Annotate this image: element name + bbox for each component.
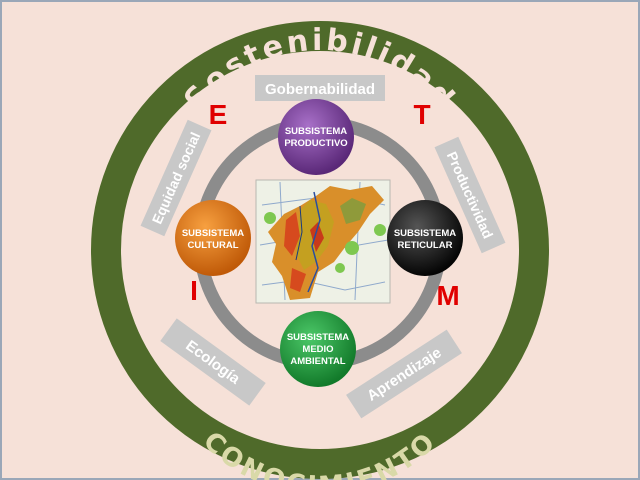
subsystem-reticular: SUBSISTEMA RETICULAR — [387, 200, 463, 276]
value-gobernabilidad: Gobernabilidad — [255, 75, 385, 101]
letter-e: E — [209, 99, 228, 130]
subsystem-circle — [280, 311, 356, 387]
subsystem-cultural: SUBSISTEMA CULTURAL — [175, 200, 251, 276]
letter-m: M — [436, 280, 459, 311]
subsystem-label-line1: SUBSISTEMA — [394, 228, 456, 239]
letter-t: T — [413, 99, 430, 130]
subsystem-label-line1: SUBSISTEMA — [287, 332, 349, 343]
subsystem-medio-ambiental: SUBSISTEMA MEDIO AMBIENTAL — [280, 311, 356, 387]
subsystem-label-line2: RETICULAR — [398, 240, 453, 251]
subsystem-circle — [175, 200, 251, 276]
subsystem-circle — [387, 200, 463, 276]
value-box — [434, 136, 506, 254]
subsystem-label-line1: SUBSISTEMA — [182, 228, 244, 239]
letter-i: I — [190, 275, 198, 306]
regional-map-image — [255, 179, 391, 304]
value-box — [160, 318, 266, 406]
subsystem-productivo: SUBSISTEMA PRODUCTIVO — [278, 99, 354, 175]
subsystem-label-line1: SUBSISTEMA — [285, 126, 347, 137]
subsystem-circle — [278, 99, 354, 175]
value-box — [255, 75, 385, 101]
subsystem-label-line2: MEDIO — [302, 344, 333, 355]
value-box — [140, 119, 212, 237]
value-label: Gobernabilidad — [265, 81, 375, 98]
subsystem-label-line3: AMBIENTAL — [290, 356, 345, 367]
value-box — [346, 329, 462, 419]
subsystem-label-line2: PRODUCTIVO — [284, 138, 347, 149]
outer-ring — [91, 21, 549, 479]
subsystem-label-line2: CULTURAL — [187, 240, 238, 251]
